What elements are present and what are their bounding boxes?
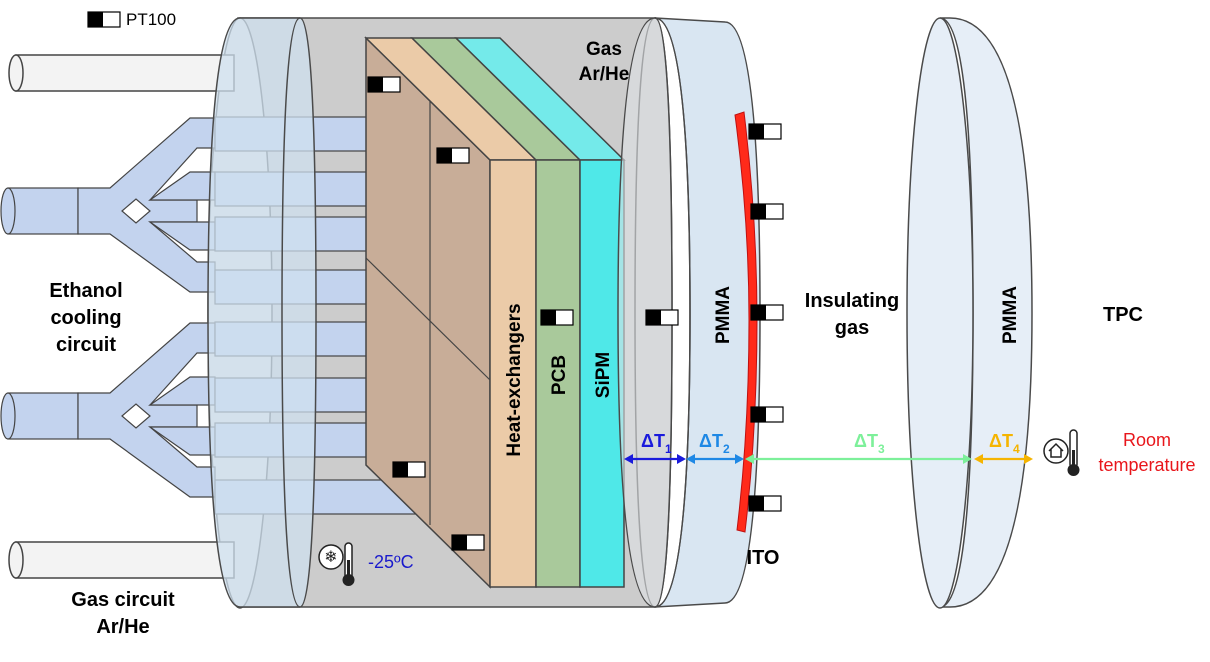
delta-t4-sub: 4 bbox=[1013, 442, 1020, 456]
gas-circuit-label-line2: Ar/He bbox=[96, 616, 149, 638]
delta-arrows bbox=[624, 454, 1033, 464]
gas-pipes bbox=[8, 54, 235, 579]
insulating-gas-label-line2: gas bbox=[835, 317, 869, 339]
sipm-layer bbox=[454, 37, 626, 588]
gas-label-line2: Ar/He bbox=[579, 64, 630, 85]
sipm-label: SiPM bbox=[593, 352, 614, 398]
room-temperature-label-line1: Room bbox=[1123, 430, 1171, 450]
heat-exchangers-label: Heat-exchangers bbox=[504, 303, 525, 456]
legend-pt100-label: PT100 bbox=[126, 10, 176, 29]
delta-t3-label: ΔT3 bbox=[854, 431, 885, 456]
gas-circuit-label-line1: Gas circuit bbox=[71, 589, 175, 611]
ito-label: ITO bbox=[747, 547, 780, 569]
gas-label-line1: Gas bbox=[586, 39, 622, 60]
house-thermometer-icon bbox=[1043, 429, 1080, 476]
pcb-layer bbox=[410, 37, 582, 588]
pcb-label: PCB bbox=[549, 355, 570, 395]
ethanol-label-line1: Ethanol bbox=[49, 280, 122, 302]
delta-t4-label: ΔT4 bbox=[989, 431, 1020, 456]
delta-t2-label: ΔT2 bbox=[699, 431, 730, 456]
housing-flange bbox=[207, 17, 317, 608]
delta-t1-label: ΔT1 bbox=[641, 431, 672, 456]
delta-t2-sub: 2 bbox=[723, 442, 730, 456]
delta-t3-main: ΔT bbox=[854, 431, 878, 451]
room-temperature-label-line2: temperature bbox=[1098, 455, 1195, 475]
heat-exchanger-layer bbox=[364, 37, 538, 588]
svg-text:❄: ❄ bbox=[324, 547, 337, 566]
cold-temperature-label: -25ºC bbox=[368, 552, 414, 572]
snowflake-thermometer-icon: ❄ bbox=[318, 542, 355, 586]
delta-t4-main: ΔT bbox=[989, 431, 1013, 451]
delta-t2-main: ΔT bbox=[699, 431, 723, 451]
ethanol-label-line2: cooling bbox=[50, 307, 121, 329]
tpc-label: TPC bbox=[1103, 304, 1143, 326]
delta-t1-sub: 1 bbox=[665, 442, 672, 456]
pmma-window-label: PMMA bbox=[713, 286, 734, 344]
pmma-tpc-label: PMMA bbox=[1000, 286, 1021, 344]
insulating-gas-label-line1: Insulating bbox=[805, 290, 899, 312]
delta-t3-sub: 3 bbox=[878, 442, 885, 456]
ethanol-label-line3: circuit bbox=[56, 334, 116, 356]
delta-t1-main: ΔT bbox=[641, 431, 665, 451]
ethanol-cooling-pipes bbox=[0, 117, 216, 498]
